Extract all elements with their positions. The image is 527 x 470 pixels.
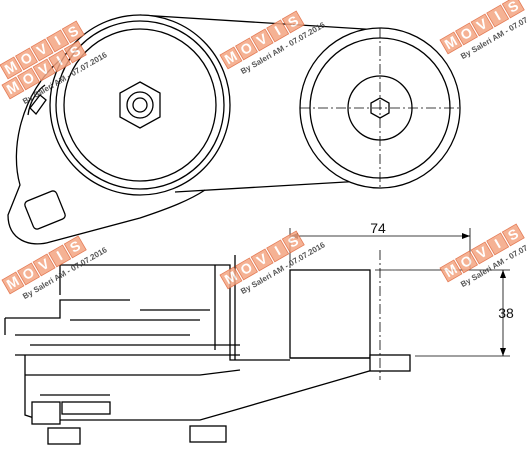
watermark-letter: O	[458, 252, 476, 271]
watermark-letter: M	[222, 48, 240, 68]
watermark-letter: M	[442, 33, 460, 53]
mount-foot-right	[189, 425, 227, 443]
mount-foot-mid	[47, 427, 81, 445]
roller-side	[289, 269, 371, 359]
watermark-letter: M	[4, 78, 22, 98]
arm-lug-slot	[24, 190, 66, 230]
watermark-letter: O	[238, 259, 256, 278]
height-dimension-label: 38	[498, 305, 514, 321]
watermark-letter: O	[20, 69, 38, 88]
watermark-letter: I	[492, 236, 503, 252]
mount-foot-left	[31, 401, 61, 425]
watermark-letter: M	[442, 261, 460, 281]
watermark-letter: I	[54, 53, 65, 69]
watermark-letter: I	[272, 243, 283, 259]
idler-roller-top-view	[299, 27, 461, 189]
watermark-letter: O	[458, 24, 476, 43]
watermark-letter: O	[238, 39, 256, 58]
watermark-letter: O	[20, 264, 38, 283]
watermark-letter: I	[54, 248, 65, 264]
watermark-letter: O	[18, 49, 36, 68]
dimension-width: 74	[289, 220, 471, 268]
watermark-letter: M	[4, 273, 22, 293]
watermark-letter: I	[492, 8, 503, 24]
watermark-letter: M	[222, 268, 240, 288]
watermark-letter: I	[52, 33, 63, 49]
tensioner-top-view	[7, 14, 381, 245]
dimension-height: 38	[375, 269, 514, 357]
width-dimension-label: 74	[370, 220, 386, 236]
roller-hub	[369, 354, 411, 372]
tensioner-side-view	[4, 250, 411, 445]
watermark-letter: I	[272, 23, 283, 39]
watermark-letter: M	[2, 58, 20, 78]
hex-bolt	[119, 81, 161, 129]
